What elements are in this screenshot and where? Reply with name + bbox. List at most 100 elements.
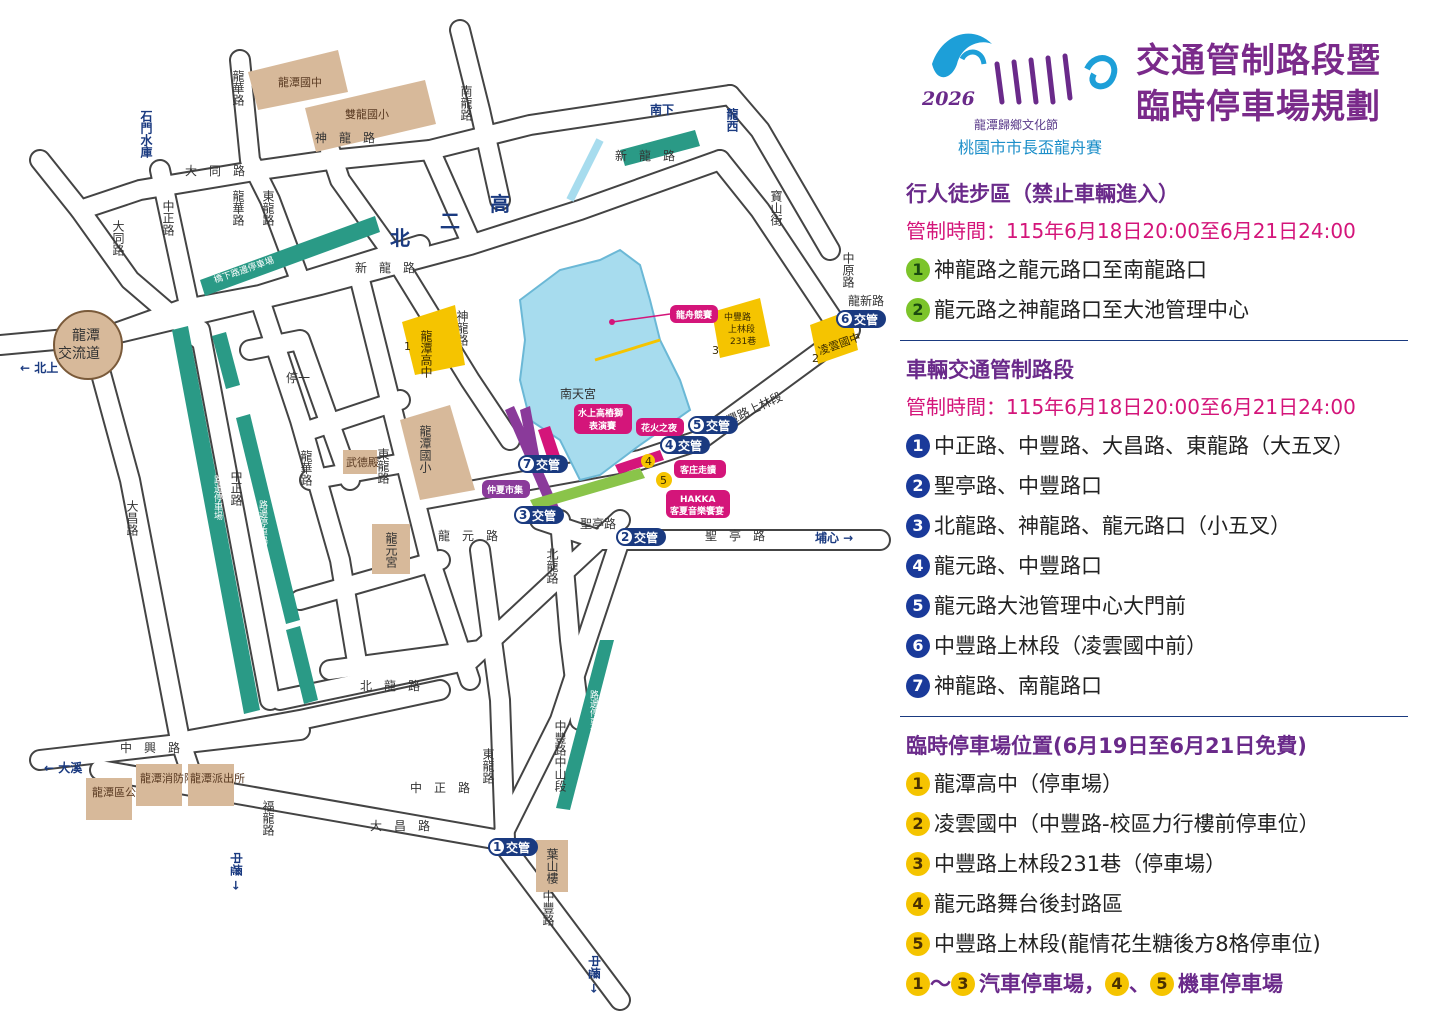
parking-point-4-num: 4 [645,455,652,468]
page-title: 交通管制路段暨 臨時停車場規劃 [1136,38,1381,130]
road-xinlong-right: 新 龍 路 [615,148,675,163]
control-marker-7-label: 交管 [536,457,560,472]
road-nanlong-top: 南龍路 [459,84,473,122]
parking-point-1-num: 1 [404,340,411,353]
footer-num-3: 3 [951,972,975,996]
parking-item-text: 龍潭高中（停車場） [934,772,1123,796]
parking-item-text: 龍元路舞台後封路區 [934,892,1123,916]
longtan-interchange-circle [53,310,123,380]
control-marker-1: 1 交管 [488,838,538,856]
parking-item-num: 1 [906,772,930,796]
control-marker-6-label: 交管 [854,312,878,327]
traffic-item-num: 7 [906,674,930,698]
road-donglong-bottom: 東龍路 [481,748,495,785]
parking-item-text: 中豐路上林段231巷（停車場） [934,852,1227,876]
parking-point-3-line3: 231巷 [730,336,756,347]
road-longhua-v2: 龍華路 [299,449,313,487]
road-dachang-bottom: 大 昌 路 [370,818,430,833]
control-marker-7: 7 交管 [518,455,568,473]
control-marker-4-label: 交管 [678,438,702,453]
parking-item-num: 3 [906,852,930,876]
traffic-item-num: 6 [906,634,930,658]
poi-fireworks: 花火之夜 [641,422,678,434]
road-datong: 大 同 路 [185,163,245,178]
roadside-parking-label-1: 路邊停車場 [212,474,223,521]
dir-nanxia: 南下 [650,102,674,117]
highway-label-1: 北 [390,226,410,250]
parking-footer: 1 ～ 3 汽車停車場， 4 、 5 機車停車場 [906,964,1406,1004]
bldg-longyuan-temple: 龍元宮 [384,531,398,568]
bldg-yeshan: 葉山樓 [545,848,559,885]
control-marker-5: 5 交管 [688,416,738,434]
road-zhongfeng-zhongshan: 中豐路中山段 [553,719,567,793]
road-longhua-mid: 龍華路 [231,189,245,227]
road-donglong-top: 東龍路 [261,190,275,227]
dir-zhongli-left: 中壢 → [229,852,244,890]
control-marker-4-num: 4 [665,438,673,452]
dir-puxin: 埔心 → [815,530,853,545]
canal [566,138,604,202]
control-marker-2-num: 2 [621,530,629,544]
divider [900,716,1408,717]
dir-daxi: ← 大溪 [44,760,83,775]
divider [900,340,1408,341]
roadside-parking: 橋下路邊停車場 路邊停車場 路邊停車場 路邊停車場 停一 [172,130,700,810]
control-marker-6-num: 6 [841,312,849,326]
road-network [0,19,891,1011]
parking-point-1-name: 龍潭高中 [419,329,433,378]
road-donglong-mid: 東龍路 [376,448,390,485]
highway-label-2: 二 [440,209,460,233]
road-shenlong-top: 神 龍 路 [315,130,375,145]
control-marker-2: 2 交管 [616,528,666,546]
parking-point-2-num: 2 [812,352,819,365]
road-yuquan: 寶山街 [769,189,783,226]
road-dachang-left: 大昌路 [125,500,139,537]
event-pois: 龍舟競賽 水上高樁獅 表演賽 花火之夜 客庄走讀 HAKKA 客夏音樂饗宴 仲夏… [482,305,730,518]
control-marker-4: 4 交管 [660,436,710,454]
parking-heading: 臨時停車場位置(6月19日至6月21日免費) [906,734,1307,758]
parking-point-4-dot [641,454,655,468]
parking-point-3-num: 3 [712,344,719,357]
road-fuxing: 福龍路 [261,799,275,837]
bldg-wude: 武德殿 [346,455,379,469]
poi-water-show-1: 水上高樁獅 [578,407,623,419]
roadside-parking-label-2: 路邊停車場 [257,499,268,546]
poi-summer-market: 仲夏市集 [487,484,524,496]
pedestrian-item-text: 龍元路之神龍路口至大池管理中心 [934,298,1249,322]
traffic-item-text: 神龍路、南龍路口 [934,674,1102,698]
road-zhongyi: 中原路 [841,251,855,289]
traffic-item-text: 中豐路上林段（凌雲國中前） [934,634,1207,658]
pedestrian-time: 管制時間：115年6月18日20:00至6月21日24:00 [906,219,1356,243]
control-marker-5-num: 5 [693,418,701,432]
road-zhongzheng-mid: 中正路 [229,469,243,507]
pedestrian-item-text: 神龍路之龍元路口至南龍路口 [934,258,1207,282]
highway-label-3: 高 [490,192,510,216]
poi-hakka-concert-2: 客夏音樂饗宴 [669,505,724,517]
control-marker-2-label: 交管 [634,530,658,545]
road-zhongxing: 中 興 路 [120,740,180,755]
poi-hakka-concert-1: HAKKA [680,495,715,505]
dir-beishang: ← 北上 [20,360,58,375]
road-longxin: 龍新路 [848,293,884,308]
control-marker-1-num: 1 [493,840,501,854]
traffic-item-text: 北龍路、神龍路、龍元路口（小五叉） [934,514,1291,538]
traffic-item-num: 3 [906,514,930,538]
pedestrian-item-num: 2 [906,298,930,322]
roadside-parking-label-3: 路邊停車場 [588,689,599,736]
title-line-1: 交通管制路段暨 [1136,41,1381,81]
road-zhongzheng-top: 中正路 [161,199,175,237]
pedestrian-section: 行人徒步區（禁止車輛進入） 管制時間：115年6月18日20:00至6月21日2… [906,176,1406,330]
footer-num-4: 4 [1105,972,1129,996]
parking-point-3-line1: 中豐路 [724,311,751,323]
